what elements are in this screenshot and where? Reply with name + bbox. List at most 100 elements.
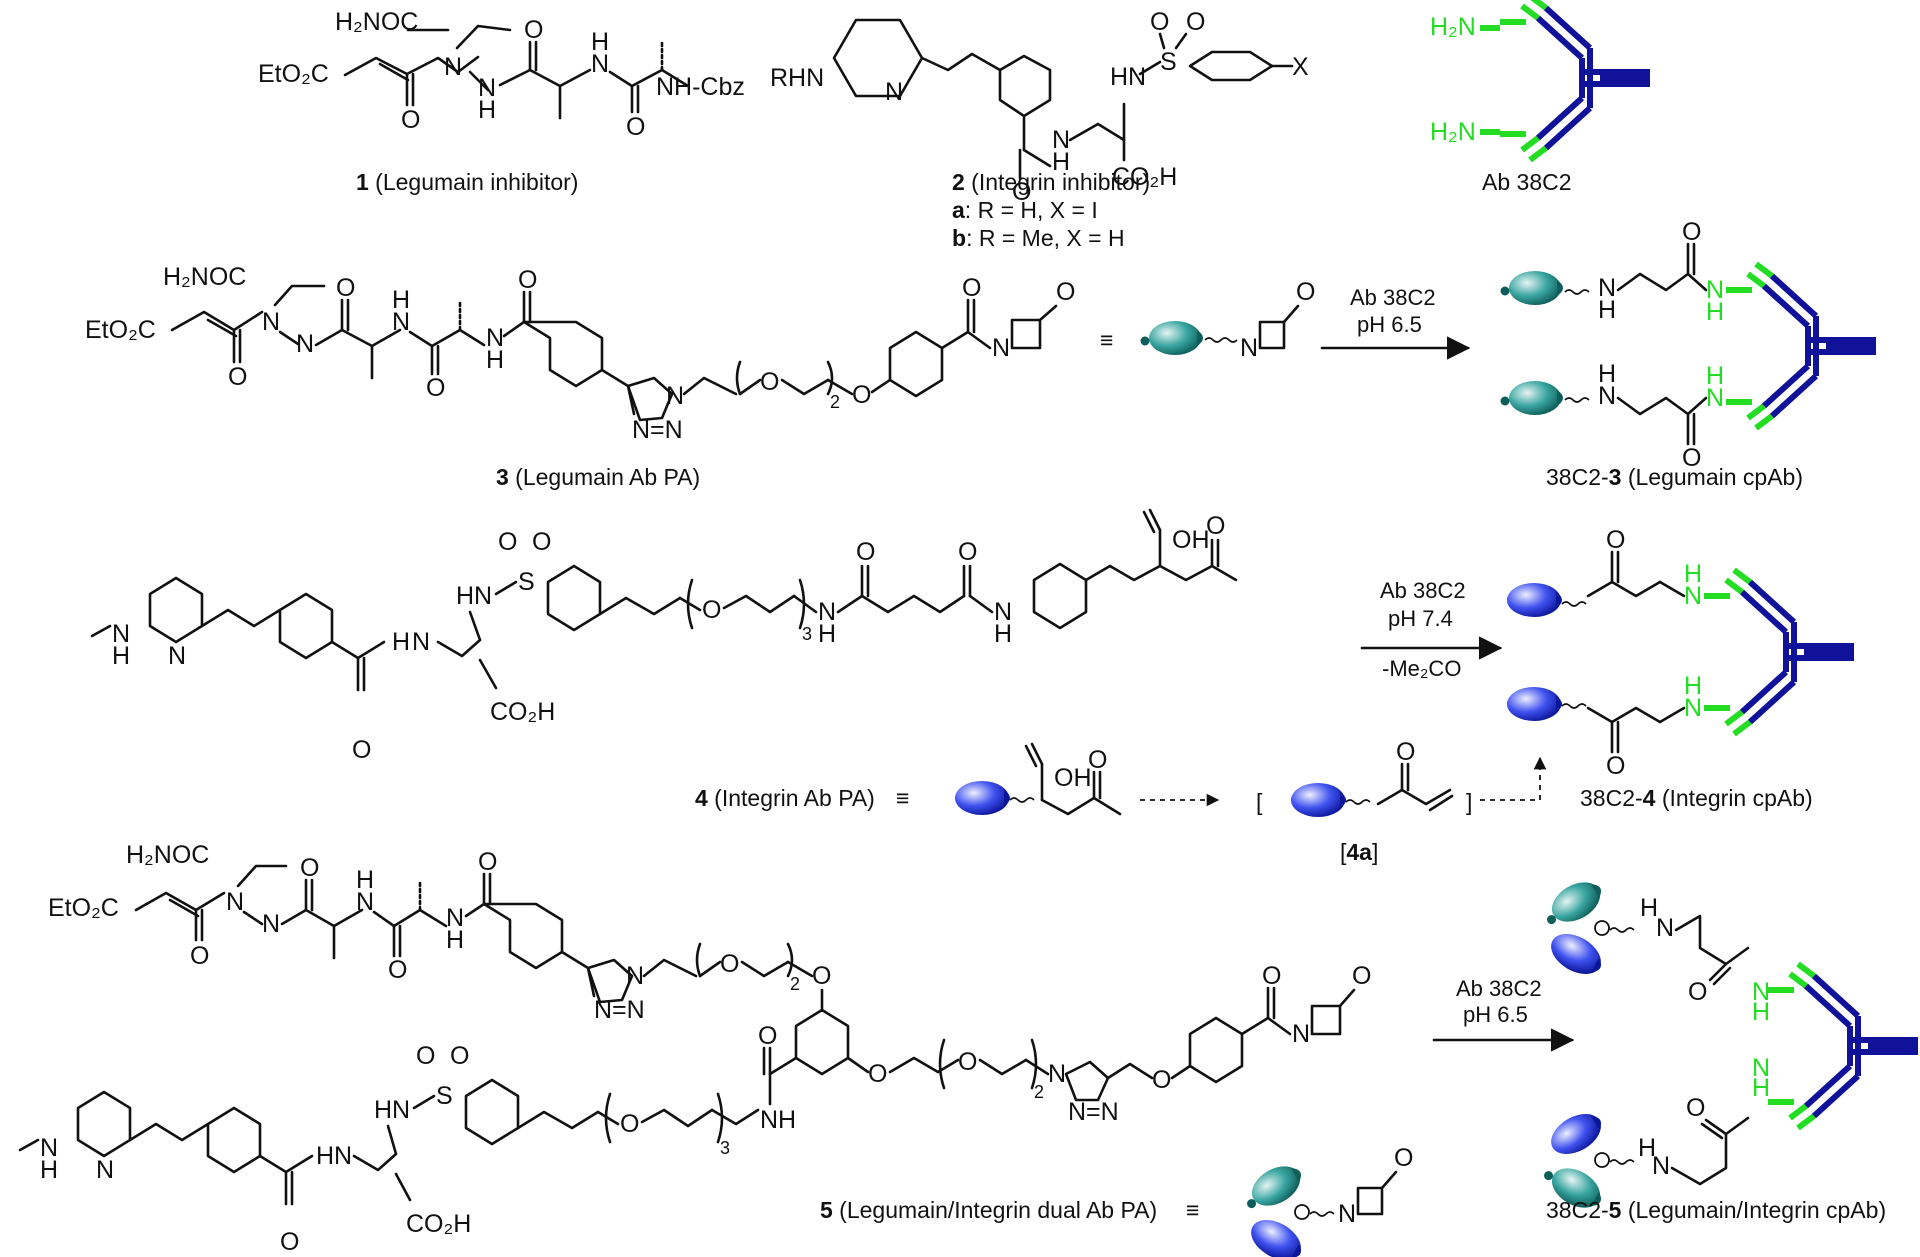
atom-o: O	[518, 266, 537, 294]
atom-o: O	[1186, 8, 1205, 36]
atom-o: O	[352, 736, 371, 764]
arrow-1-condition: pH 6.5	[1357, 312, 1422, 337]
atom-rhn: RHN	[770, 64, 824, 92]
atom-n: N	[1656, 914, 1674, 942]
subscript-2: 2	[1034, 1082, 1044, 1102]
atom-h: H	[994, 620, 1012, 648]
atom-nh: NH	[760, 1106, 796, 1134]
compound-2-label: 2 (Integrin inhibitor)	[952, 169, 1150, 195]
atom-o: O	[228, 363, 247, 391]
atom-eto2c: EtO₂C	[85, 316, 156, 344]
arrow-1-reagent: Ab 38C2	[1350, 285, 1436, 310]
atom-eto2c: EtO₂C	[258, 60, 329, 88]
legumain-cpab-product: H N O N H H N O H N	[1500, 218, 1877, 472]
atom-n: N	[444, 53, 462, 81]
atom-h: H	[1598, 296, 1616, 324]
atom-n: N	[1292, 1020, 1310, 1048]
atom-n: N	[96, 1156, 114, 1184]
atom-n: N	[591, 50, 609, 78]
atom-o: O	[1394, 1144, 1413, 1172]
atom-h2noc: H₂NOC	[335, 8, 418, 36]
arrow-3-reagent: Ab 38C2	[1456, 976, 1542, 1001]
atom-h2n: H₂N	[1430, 13, 1476, 41]
intermediate-4a: [ O ]	[1256, 738, 1472, 817]
atom-o: O	[532, 528, 551, 556]
equiv-symbol: ≡	[1186, 1197, 1199, 1223]
atom-o: O	[856, 538, 875, 566]
atom-n: N	[1752, 978, 1770, 1006]
atom-o: O	[1606, 752, 1625, 780]
atom-s: S	[1160, 48, 1177, 76]
atom-oh: OH	[1054, 764, 1092, 792]
atom-o: O	[1682, 444, 1701, 472]
compound-5-product-label: 38C2-5 (Legumain/Integrin cpAb)	[1546, 1197, 1886, 1223]
atom-o: O	[1206, 512, 1225, 540]
atom-n: N	[1684, 694, 1702, 722]
atom-o: O	[1012, 178, 1031, 206]
atom-n: N	[112, 620, 130, 648]
atom-h: H	[112, 642, 130, 670]
atom-n: N	[168, 642, 186, 670]
atom-o: O	[1682, 218, 1701, 246]
atom-n: N	[1684, 582, 1702, 610]
atom-n: N	[994, 598, 1012, 626]
atom-oh: OH	[1172, 526, 1210, 554]
compound-3-product-label: 38C2-3 (Legumain cpAb)	[1546, 464, 1803, 490]
bracket-open: [	[1256, 789, 1263, 815]
atom-o: O	[388, 956, 407, 984]
atom-o: O	[1606, 526, 1625, 554]
subscript-2: 2	[830, 392, 840, 412]
atom-h: H	[818, 620, 836, 648]
subscript-3: 3	[802, 624, 812, 644]
atom-h: H	[478, 96, 496, 124]
atom-o: O	[720, 950, 739, 978]
atom-h: H	[392, 286, 410, 314]
atom-o: O	[962, 274, 981, 302]
compound-1-label: 1 (Legumain inhibitor)	[356, 169, 578, 195]
compound-5-structure: H₂NOC EtO₂C O N N O H N O N H O N=N N	[18, 841, 1371, 1256]
subscript-2: 2	[790, 974, 800, 994]
atom-n: N	[486, 324, 504, 352]
atom-n: N	[1598, 382, 1616, 410]
atom-n: N	[885, 78, 903, 106]
atom-n: N	[478, 74, 496, 102]
dashed-arrow-from-4a	[1480, 756, 1547, 801]
atom-nn: N=N	[594, 996, 645, 1024]
atom-o: O	[1686, 1094, 1705, 1122]
atom-o: O	[702, 596, 721, 624]
atom-o: O	[416, 1042, 435, 1070]
antibody-label: Ab 38C2	[1482, 169, 1572, 195]
atom-o: O	[1352, 962, 1371, 990]
atom-s: S	[436, 1082, 453, 1110]
atom-h: H	[591, 28, 609, 56]
compound-2-structure: RHN N O N H CO₂H HN S O O X	[770, 8, 1309, 206]
arrow-3-condition: pH 6.5	[1463, 1002, 1528, 1027]
atom-co2h: CO₂H	[1112, 163, 1177, 191]
atom-n: N	[412, 628, 430, 656]
atom-n: N	[1706, 276, 1724, 304]
atom-n: N	[262, 308, 280, 336]
atom-o: O	[1152, 1066, 1171, 1094]
atom-o: O	[426, 374, 445, 402]
atom-h: H	[1706, 362, 1724, 390]
atom-n: N	[626, 962, 644, 990]
atom-hn: HN	[1110, 63, 1146, 91]
atom-n: N	[356, 888, 374, 916]
atom-o: O	[450, 1042, 469, 1070]
atom-co2h: CO₂H	[406, 1210, 471, 1238]
compound-4-structure: N H N O N H CO₂H HN S O O O 3 N H O	[90, 508, 1238, 764]
compound-3-structure: H₂NOC EtO₂C O N N O H N O H N O N=N N	[85, 263, 1075, 444]
atom-h: H	[446, 926, 464, 954]
atom-o: O	[1296, 278, 1315, 306]
equiv-symbol: ≡	[896, 785, 909, 811]
atom-o: O	[498, 528, 517, 556]
atom-n: N	[1652, 1152, 1670, 1180]
antibody-38c2-symbol: H₂N H₂N	[1430, 0, 1650, 160]
atom-n: N	[1052, 126, 1070, 154]
atom-o: O	[336, 274, 355, 302]
atom-n: N	[1598, 274, 1616, 302]
dual-ab-pa-cartoon: N O	[1237, 1144, 1413, 1257]
atom-n: N	[1752, 1054, 1770, 1082]
atom-x: X	[1292, 53, 1309, 81]
